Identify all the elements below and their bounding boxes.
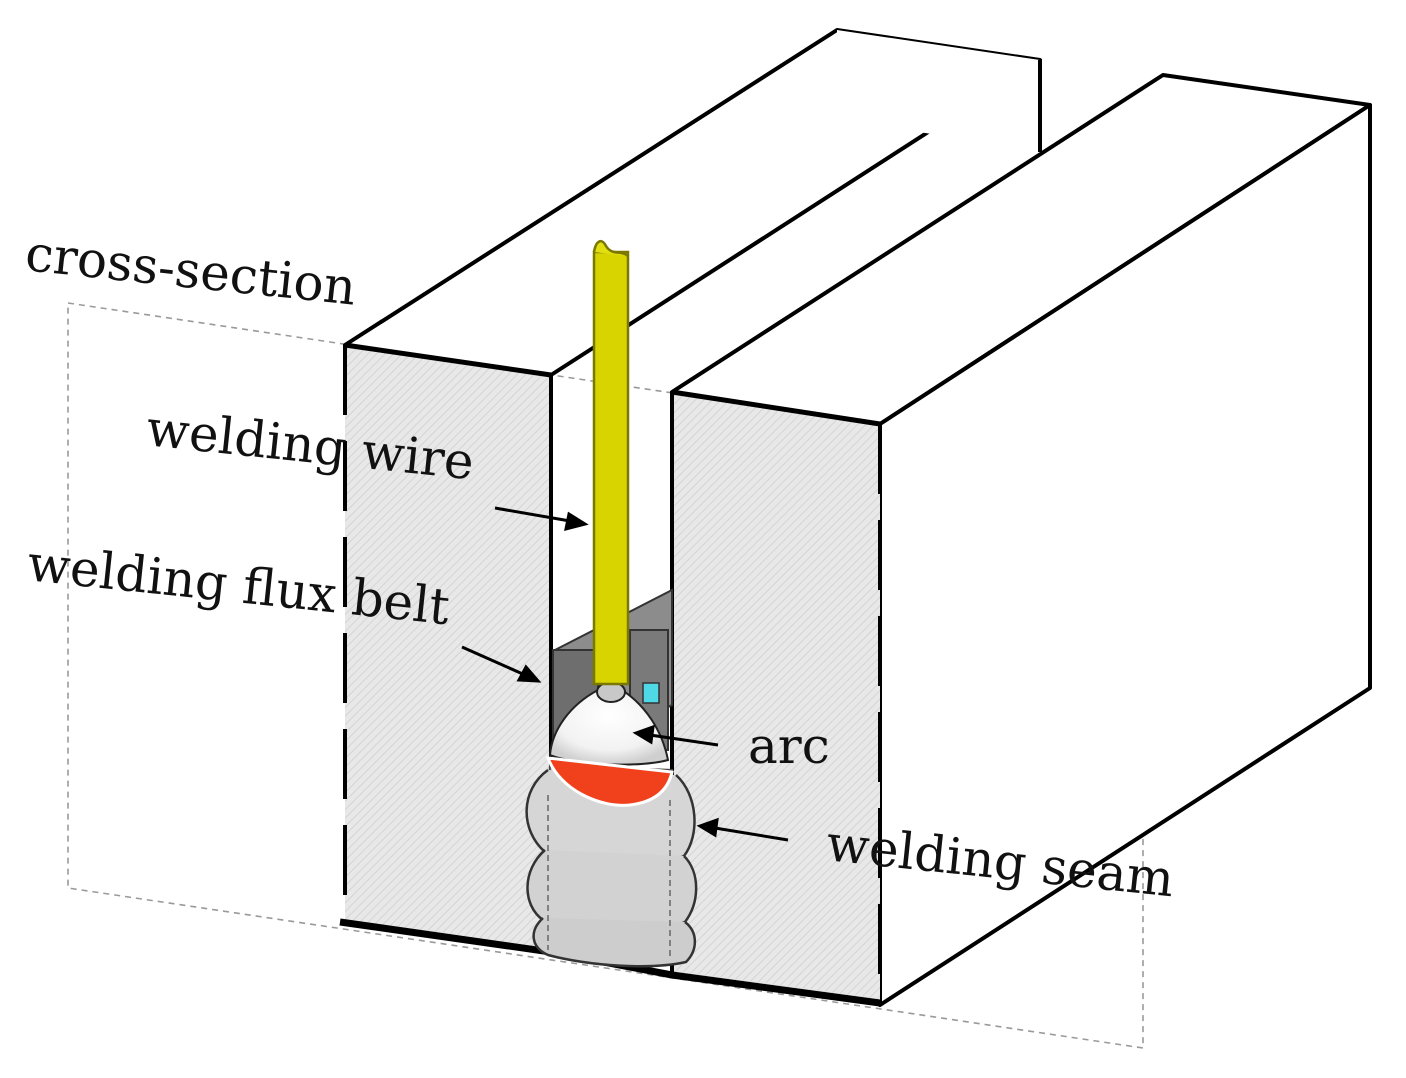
left-plate-section bbox=[345, 345, 551, 952]
leader-arrows bbox=[461, 506, 789, 842]
left-plate bbox=[343, 28, 1042, 952]
cross-section-plane bbox=[67, 302, 1144, 1049]
right-plate-section bbox=[672, 392, 880, 1005]
label-cross-section: cross-section bbox=[23, 224, 359, 316]
flux-belt-gap bbox=[642, 682, 660, 704]
welding-wire bbox=[592, 239, 630, 686]
right-plate bbox=[670, 73, 1372, 1007]
wire-end bbox=[592, 239, 629, 257]
seam-bead-3 bbox=[532, 917, 697, 968]
label-arc: arc bbox=[748, 717, 830, 775]
wire-rod bbox=[592, 250, 630, 686]
left-plate-back bbox=[837, 30, 1040, 150]
molten-pool bbox=[545, 756, 674, 807]
